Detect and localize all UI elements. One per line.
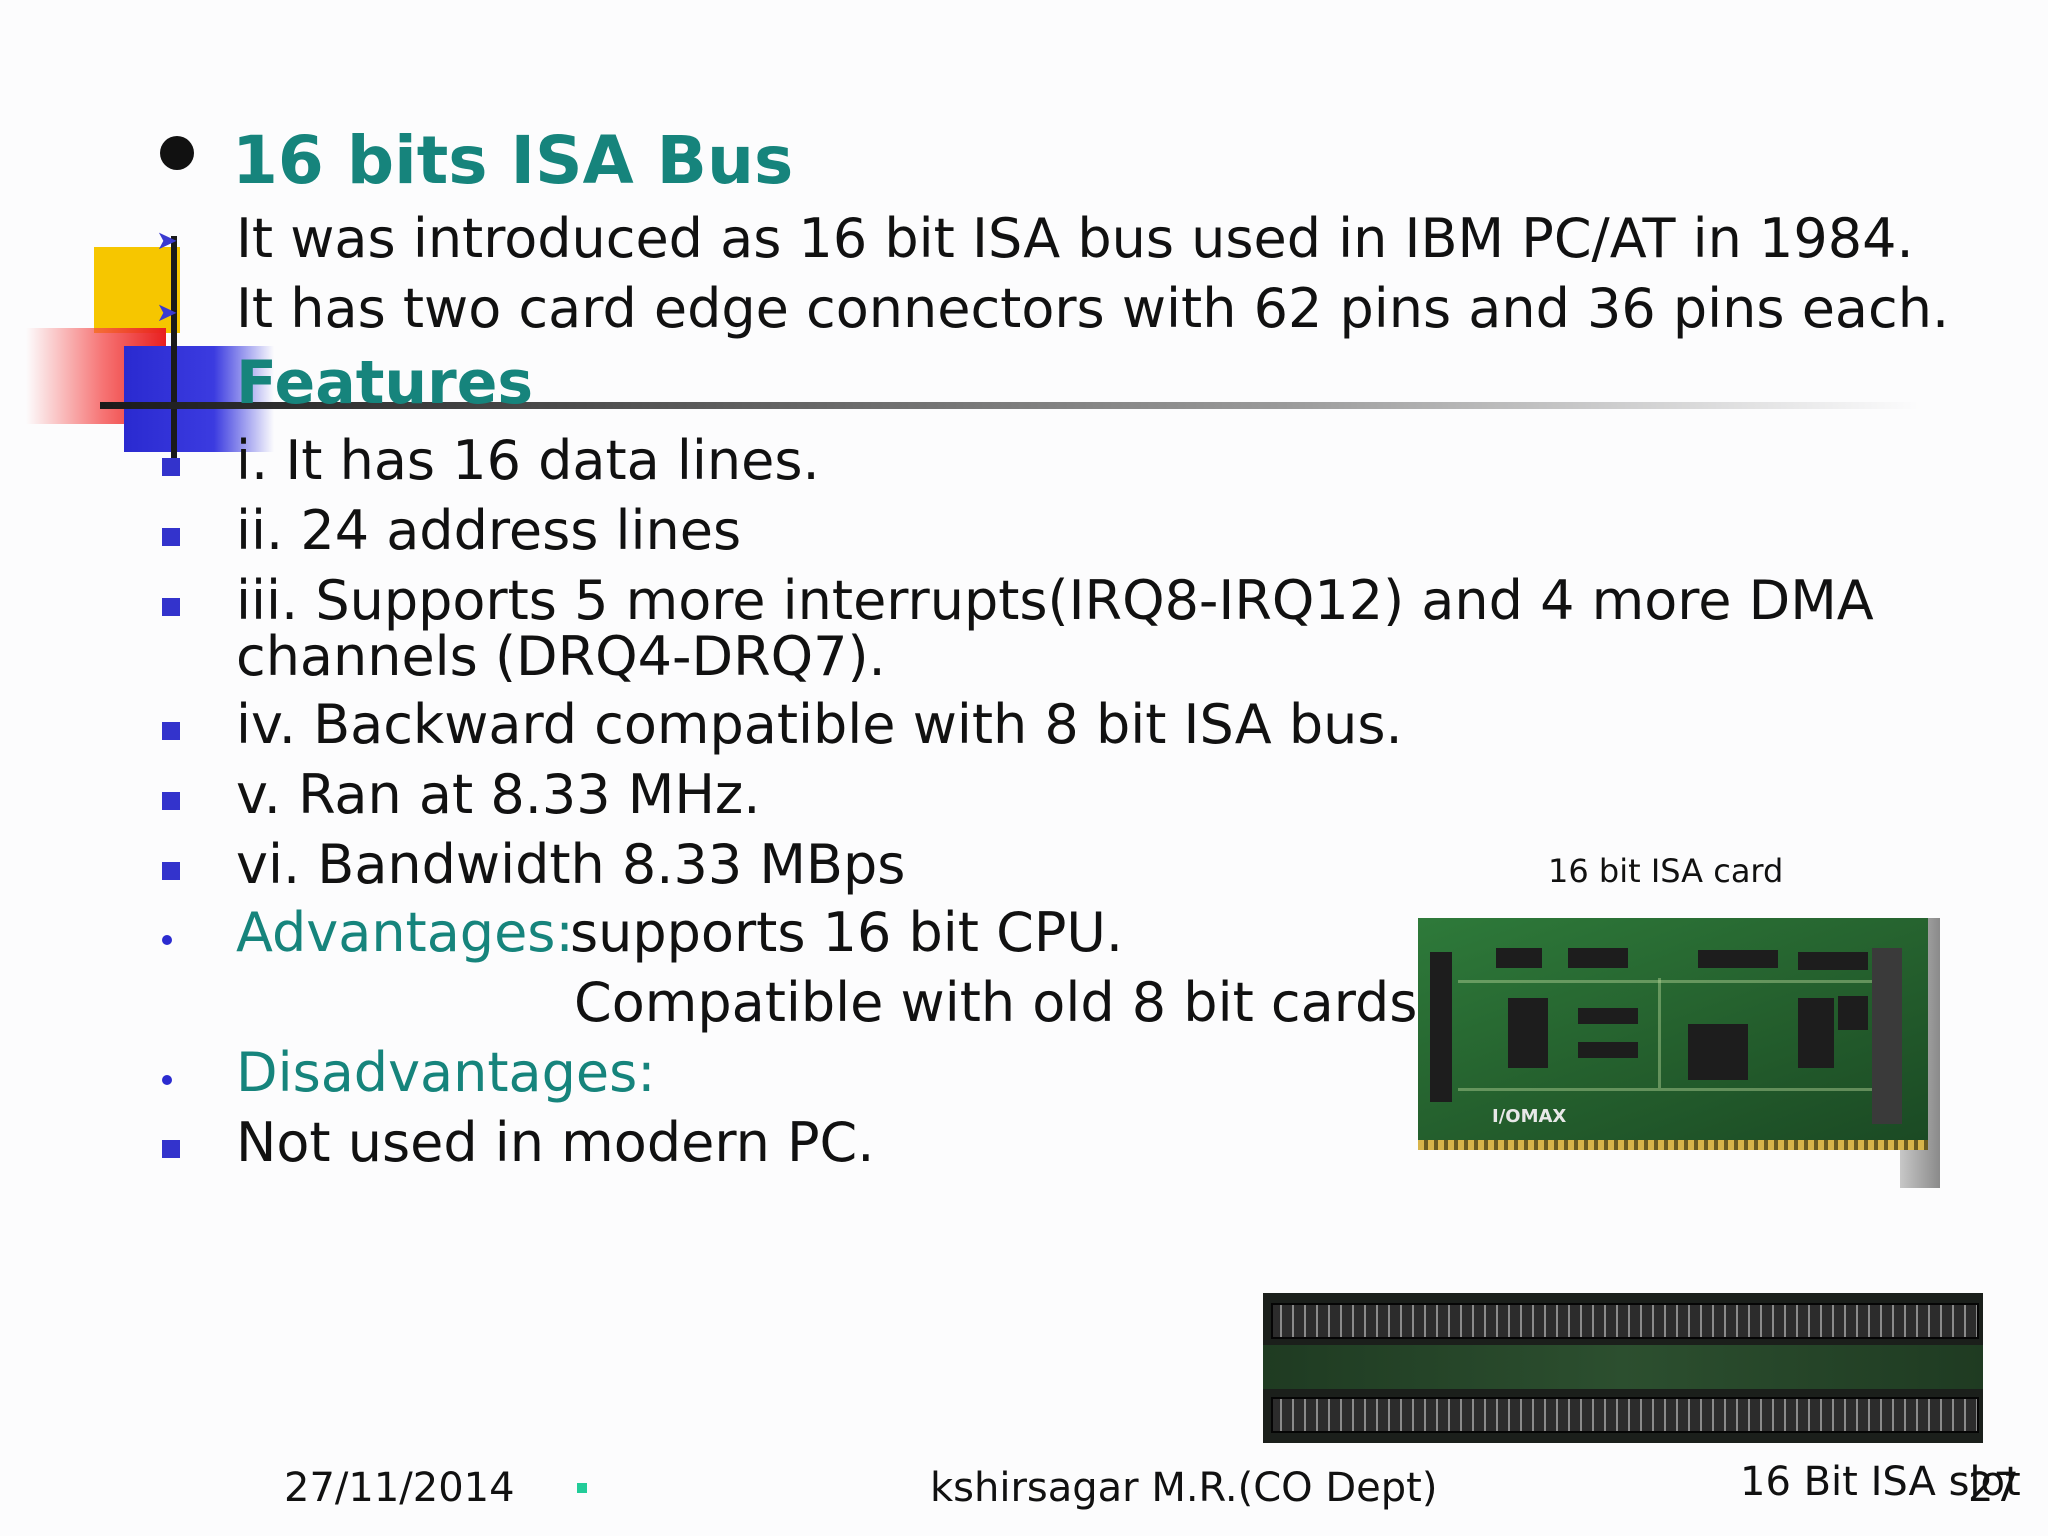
dot-bullet-icon <box>162 1075 172 1085</box>
disadvantage-item: Not used in modern PC. <box>236 1111 875 1174</box>
square-bullet-icon <box>162 792 180 810</box>
card-caption: 16 bit ISA card <box>1548 852 1784 890</box>
advantage-item: supports 16 bit CPU. <box>570 901 1124 964</box>
intro-line-2: It has two card edge connectors with 62 … <box>236 277 1950 340</box>
square-bullet-icon <box>162 1140 180 1158</box>
square-bullet-icon <box>162 528 180 546</box>
feature-item-continued: channels (DRQ4-DRQ7). <box>236 625 886 688</box>
logo-yellow-square <box>94 247 180 333</box>
card-brand-label: I/OMAX <box>1492 1106 1567 1127</box>
page-number: 27 <box>1968 1465 2019 1511</box>
title-bullet-icon <box>160 136 194 170</box>
intro-line-1: It was introduced as 16 bit ISA bus used… <box>236 207 1914 270</box>
feature-item: vi. Bandwidth 8.33 MBps <box>236 833 906 896</box>
feature-item: i. It has 16 data lines. <box>236 429 820 492</box>
isa-card-image: I/OMAX <box>1418 918 1928 1150</box>
slide-title: 16 bits ISA Bus <box>232 122 794 199</box>
feature-item: ii. 24 address lines <box>236 499 742 562</box>
disadvantages-label: Disadvantages: <box>236 1041 656 1104</box>
dot-bullet-icon <box>162 935 172 945</box>
square-bullet-icon <box>162 458 180 476</box>
footer-date: 27/11/2014 <box>284 1465 515 1511</box>
square-bullet-icon <box>162 862 180 880</box>
card-connector-image <box>1872 948 1902 1124</box>
advantages-label: Advantages: <box>236 901 574 964</box>
logo-vertical-line <box>171 236 177 458</box>
footer-author: kshirsagar M.R.(CO Dept) <box>930 1465 1438 1511</box>
feature-item: v. Ran at 8.33 MHz. <box>236 763 761 826</box>
arrow-bullet-icon: ➤ <box>156 298 178 328</box>
logo-blue-square <box>124 346 274 452</box>
slot-caption: 16 Bit ISA slot <box>1740 1459 2021 1505</box>
feature-item: iv. Backward compatible with 8 bit ISA b… <box>236 693 1403 756</box>
footer-square-icon <box>577 1483 587 1493</box>
title-divider <box>100 402 1920 409</box>
square-bullet-icon <box>162 722 180 740</box>
advantage-item: Compatible with old 8 bit cards <box>574 971 1418 1034</box>
feature-item: iii. Supports 5 more interrupts(IRQ8-IRQ… <box>236 569 1874 632</box>
features-heading: Features <box>236 348 534 418</box>
square-bullet-icon <box>162 598 180 616</box>
isa-slot-image <box>1263 1293 1983 1443</box>
arrow-bullet-icon: ➤ <box>156 226 178 256</box>
